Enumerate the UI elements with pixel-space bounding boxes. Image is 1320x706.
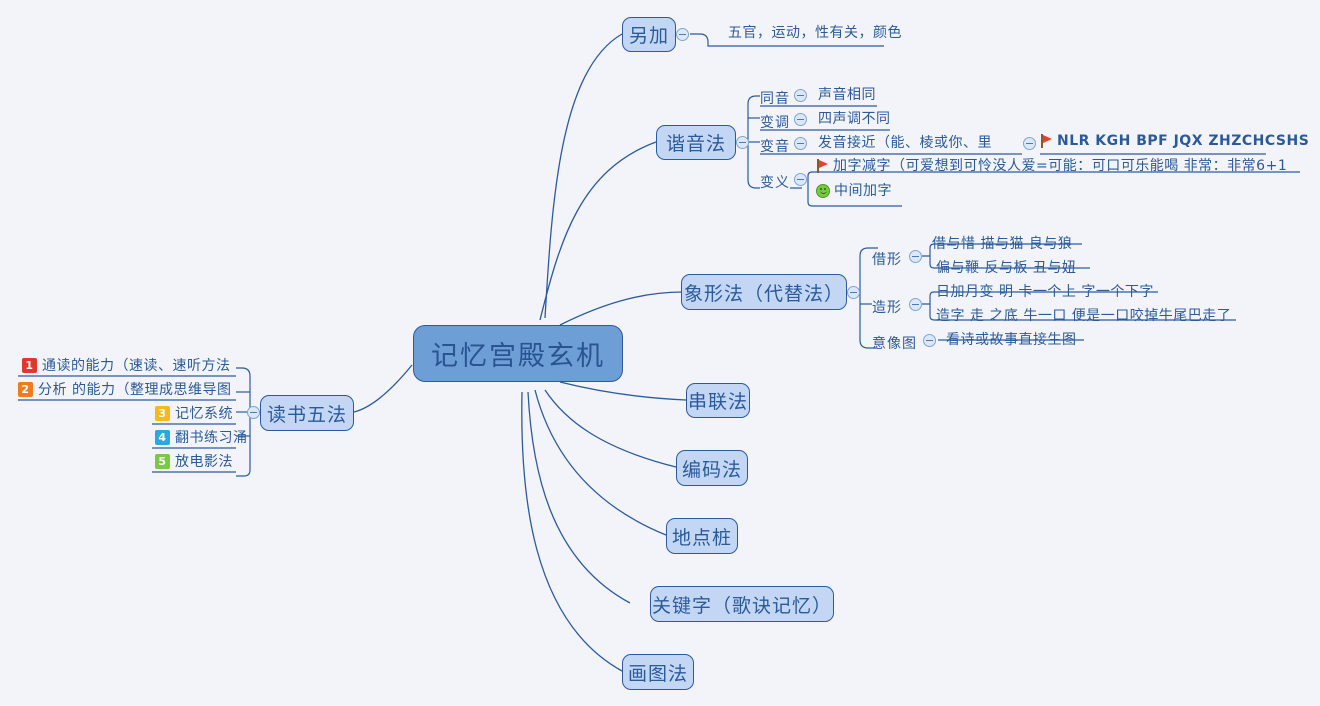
badge-2: 2 (18, 382, 33, 397)
leaf-biandiao-label: 四声调不同 (818, 111, 891, 127)
branch-label-encode: 编码法 (682, 458, 743, 481)
reading-item-4: 4 翻书练习涌 (155, 430, 248, 445)
reading-item-3-label: 记忆系统 (175, 405, 233, 422)
leaf-bianyin-extra-label: NLR KGH BPF JQX ZHZCHCSHS (1057, 133, 1310, 149)
collapse-toggle-pictograph[interactable] (847, 286, 860, 299)
branch-node-series[interactable]: 串联法 (686, 383, 750, 418)
branch-node-reading[interactable]: 读书五法 (260, 395, 354, 431)
collapse-toggle-bianyin-extra[interactable] (1023, 137, 1036, 150)
badge-5: 5 (155, 454, 170, 469)
branch-node-encode[interactable]: 编码法 (676, 450, 748, 486)
leaf-bianyi-row2: 中间加字 (816, 184, 892, 198)
reading-item-3: 3 记忆系统 (155, 406, 233, 421)
collapse-toggle-tongyin[interactable] (794, 89, 807, 102)
smiley-icon (816, 184, 830, 198)
leaf-biandiao: 四声调不同 (818, 112, 891, 126)
subnode-label-zaoxing[interactable]: 造形 (872, 300, 902, 316)
reading-item-2: 2 分析 的能力（整理成思维导图 (18, 382, 231, 397)
subnode-label-yixiangtu[interactable]: 意像图 (872, 336, 917, 352)
leaf-jiexing-row2-label: 偏与鞭 反与板 丑与妞 (936, 260, 1077, 276)
collapse-toggle-bianyin[interactable] (794, 137, 807, 150)
branch-label-drawing: 画图法 (628, 662, 689, 685)
flag-icon (816, 159, 830, 173)
branch-label-series: 串联法 (688, 391, 749, 413)
badge-1: 1 (22, 358, 37, 373)
leaf-zaoxing-row1: 日加月变 明 卡一个上 字一个下字 (936, 285, 1154, 299)
reading-item-5: 5 放电影法 (155, 454, 233, 469)
leaf-jiexing-row2: 偏与鞭 反与板 丑与妞 (936, 261, 1076, 275)
branch-label-homophone: 谐音法 (666, 133, 727, 155)
branch-node-locus[interactable]: 地点桩 (666, 518, 738, 554)
branch-node-homophone[interactable]: 谐音法 (656, 125, 736, 160)
branch-node-drawing[interactable]: 画图法 (622, 654, 694, 690)
branch-node-pictograph[interactable]: 象形法（代替法） (681, 274, 847, 310)
collapse-toggle-homophone[interactable] (736, 136, 749, 149)
leaf-yixiangtu-label: 看诗或故事直接生图 (946, 332, 1077, 348)
branch-label-pictograph: 象形法（代替法） (684, 282, 845, 305)
branch-label-add: 另加 (629, 25, 670, 47)
leaf-zaoxing-row2-label: 造字 走 之底 牛一口 便是一口咬掉牛尾巴走了 (936, 308, 1232, 324)
leaf-bianyin-extra: NLR KGH BPF JQX ZHZCHCSHS (1040, 134, 1309, 148)
subnode-label-jiexing[interactable]: 借形 (872, 252, 902, 268)
collapse-toggle-zaoxing[interactable] (909, 298, 922, 311)
collapse-toggle-jiexing[interactable] (909, 250, 922, 263)
collapse-toggle-reading[interactable] (247, 406, 260, 419)
leaf-bianyi-row2-label: 中间加字 (834, 183, 892, 199)
leaf-add-label: 五官，运动，性有关，颜色 (728, 25, 902, 41)
reading-item-5-label: 放电影法 (175, 453, 233, 470)
reading-item-4-label: 翻书练习涌 (175, 429, 248, 446)
central-node[interactable]: 记忆宫殿玄机 (413, 325, 623, 382)
subnode-label-tongyin[interactable]: 同音 (760, 91, 790, 107)
branch-label-locus: 地点桩 (672, 526, 733, 549)
collapse-toggle-bianyi[interactable] (794, 173, 807, 186)
leaf-add-text: 五官，运动，性有关，颜色 (728, 26, 902, 40)
leaf-jiexing-row1: 借与惜 描与猫 良与狼 (932, 237, 1072, 251)
branch-label-reading: 读书五法 (267, 403, 348, 426)
badge-3: 3 (155, 406, 170, 421)
leaf-tongyin-label: 声音相同 (818, 87, 876, 103)
leaf-zaoxing-row2: 造字 走 之底 牛一口 便是一口咬掉牛尾巴走了 (936, 309, 1231, 323)
subnode-label-bianyi[interactable]: 变义 (760, 175, 790, 191)
badge-4: 4 (155, 430, 170, 445)
branch-node-keyword[interactable]: 关键字（歌诀记忆） (650, 586, 834, 622)
branch-label-keyword: 关键字（歌诀记忆） (652, 594, 833, 617)
reading-item-1-label: 通读的能力（速读、速听方法 (42, 357, 231, 374)
leaf-tongyin: 声音相同 (818, 88, 876, 102)
branch-node-add[interactable]: 另加 (622, 17, 676, 52)
subnode-label-bianyin[interactable]: 变音 (760, 139, 790, 155)
leaf-yixiangtu: 看诗或故事直接生图 (946, 333, 1077, 347)
reading-item-1: 1 通读的能力（速读、速听方法 (22, 358, 231, 373)
reading-item-2-label: 分析 的能力（整理成思维导图 (38, 381, 232, 398)
leaf-bianyin-label: 发音接近（能、棱或你、里 (818, 135, 992, 151)
leaf-bianyi-row1: 加字减字（可爱想到可怜没人爱=可能：可口可乐能喝 非常：非常6+1 (816, 159, 1287, 173)
central-node-label: 记忆宫殿玄机 (431, 341, 605, 372)
subnode-label-biandiao[interactable]: 变调 (760, 115, 790, 131)
collapse-toggle-yixiangtu[interactable] (923, 334, 936, 347)
flag-icon (1040, 134, 1054, 148)
leaf-jiexing-row1-label: 借与惜 描与猫 良与狼 (932, 236, 1073, 252)
collapse-toggle-add[interactable] (676, 28, 689, 41)
leaf-bianyin: 发音接近（能、棱或你、里 (818, 136, 992, 150)
leaf-bianyi-row1-label: 加字减字（可爱想到可怜没人爱=可能：可口可乐能喝 非常：非常6+1 (833, 158, 1288, 174)
collapse-toggle-biandiao[interactable] (794, 113, 807, 126)
leaf-zaoxing-row1-label: 日加月变 明 卡一个上 字一个下字 (936, 284, 1154, 300)
